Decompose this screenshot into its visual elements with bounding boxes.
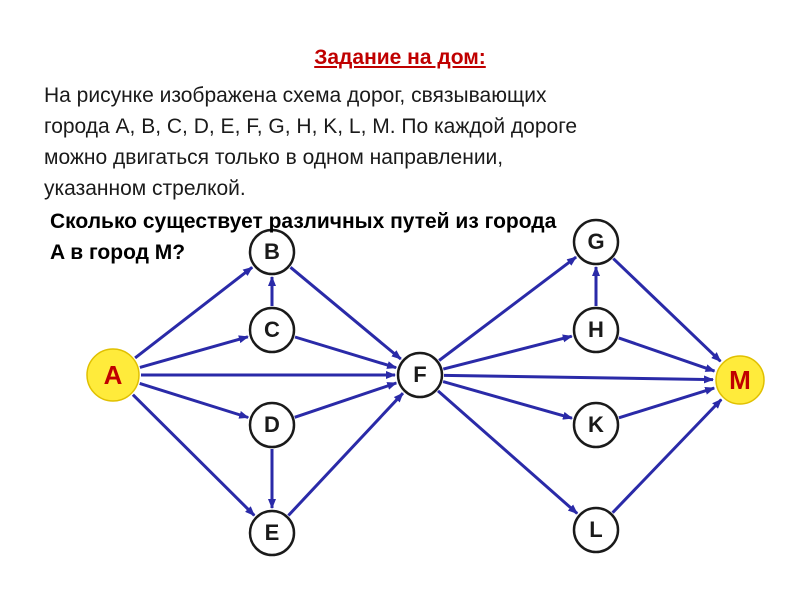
node-c: C: [248, 306, 296, 354]
edge-f-g: [438, 255, 578, 362]
edge-d-f: [294, 381, 398, 419]
task-text-line: На рисунке изображена схема дорог, связы…: [44, 84, 547, 107]
node-circle: [572, 401, 620, 449]
node-a: A: [86, 348, 140, 402]
node-circle: [248, 509, 296, 557]
node-label: F: [413, 362, 426, 387]
node-circle: [248, 401, 296, 449]
edge-l-m: [611, 398, 723, 514]
task-text-line: города A, B, C, D, E, F, G, H, K, L, M. …: [44, 115, 578, 138]
node-b: B: [248, 228, 296, 276]
node-k: K: [572, 401, 620, 449]
task-text-line: можно двигаться только в одном направлен…: [44, 146, 504, 169]
edge-b-f: [289, 266, 402, 361]
node-label: H: [588, 317, 604, 342]
node-m: M: [715, 355, 765, 405]
edge-c-f: [294, 335, 398, 370]
question-line: A в город M?: [50, 241, 186, 264]
node-circle: [715, 355, 765, 405]
node-label: M: [729, 365, 751, 395]
edges-layer: [131, 255, 723, 517]
node-l: L: [572, 506, 620, 554]
edge-k-m: [618, 386, 716, 420]
node-label: C: [264, 317, 280, 342]
edge-a-e: [131, 393, 256, 517]
nodes-layer: A B C D E F G H K L M: [86, 218, 765, 557]
edge-f-h: [442, 334, 573, 371]
node-circle: [572, 218, 620, 266]
page-title: Задание на дом:: [314, 46, 486, 69]
node-label: A: [104, 360, 123, 390]
node-h: H: [572, 306, 620, 354]
node-label: B: [264, 239, 280, 264]
edge-a-c: [139, 335, 249, 369]
node-circle: [396, 351, 444, 399]
task-text-line: указанном стрелкой.: [44, 177, 246, 200]
question-line: Сколько существует различных путей из го…: [50, 210, 557, 233]
node-label: L: [589, 517, 602, 542]
node-f: F: [396, 351, 444, 399]
task-text: На рисунке изображена схема дорог, связы…: [44, 80, 744, 204]
edge-a-d: [139, 381, 250, 419]
edge-e-f: [287, 392, 404, 517]
node-circle: [572, 306, 620, 354]
node-circle: [86, 348, 140, 402]
edge-f-m: [443, 373, 714, 384]
question-text: Сколько существует различных путей из го…: [50, 206, 750, 268]
node-label: K: [588, 412, 604, 437]
node-label: G: [587, 229, 604, 254]
edge-g-m: [612, 257, 722, 363]
edge-h-m: [618, 336, 716, 373]
node-circle: [248, 306, 296, 354]
node-circle: [572, 506, 620, 554]
node-d: D: [248, 401, 296, 449]
edge-f-l: [437, 389, 579, 515]
node-label: E: [265, 520, 280, 545]
node-label: D: [264, 412, 280, 437]
edge-f-k: [442, 380, 573, 420]
node-g: G: [572, 218, 620, 266]
node-e: E: [248, 509, 296, 557]
edge-a-b: [134, 266, 254, 360]
node-circle: [248, 228, 296, 276]
